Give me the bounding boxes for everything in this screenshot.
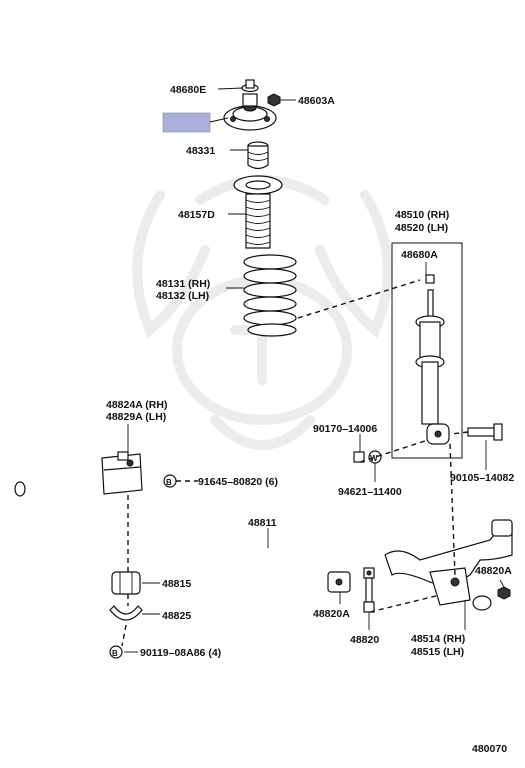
label-48132[interactable]: 48132 (LH) bbox=[156, 290, 209, 302]
label-48680A[interactable]: 48680A bbox=[401, 249, 438, 261]
bolt-90105[interactable] bbox=[467, 423, 503, 441]
stabilizer-bracket[interactable] bbox=[101, 451, 143, 495]
bracket-48825[interactable] bbox=[109, 605, 143, 621]
bushing-48815[interactable] bbox=[111, 571, 141, 595]
label-48514[interactable]: 48514 (RH) bbox=[411, 633, 465, 645]
bump-stopper[interactable] bbox=[247, 141, 269, 170]
label-48820A-right[interactable]: 48820A bbox=[475, 565, 512, 577]
washer-marker-94621[interactable]: W bbox=[368, 450, 382, 464]
upper-support[interactable] bbox=[223, 93, 277, 131]
highlight-marker[interactable] bbox=[162, 112, 211, 133]
shock-absorber[interactable] bbox=[415, 274, 450, 445]
bolt-marker-text: B bbox=[166, 478, 172, 487]
label-94621[interactable]: 94621–11400 bbox=[338, 486, 402, 498]
label-48825[interactable]: 48825 bbox=[162, 610, 191, 622]
label-48515[interactable]: 48515 (LH) bbox=[411, 646, 464, 658]
label-48510[interactable]: 48510 (RH) bbox=[395, 209, 449, 221]
label-48603A[interactable]: 48603A bbox=[298, 95, 335, 107]
part-48603A-nut[interactable] bbox=[267, 93, 281, 107]
washer-marker-text: W bbox=[370, 454, 378, 463]
nut-90170[interactable] bbox=[353, 451, 365, 463]
label-48820A-left[interactable]: 48820A bbox=[313, 608, 350, 620]
bolt-marker-91645[interactable]: B bbox=[163, 474, 177, 488]
dust-boot[interactable] bbox=[233, 175, 283, 249]
stabilizer-bar[interactable] bbox=[14, 481, 354, 586]
diagram-number: 480070 bbox=[472, 743, 507, 755]
label-48824A[interactable]: 48824A (RH) bbox=[106, 399, 167, 411]
label-48815[interactable]: 48815 bbox=[162, 578, 191, 590]
bolt-marker-90119[interactable]: B bbox=[109, 645, 123, 659]
label-90105[interactable]: 90105–14082 bbox=[450, 472, 514, 484]
shock-group-box bbox=[391, 242, 463, 459]
label-90170[interactable]: 90170–14006 bbox=[313, 423, 377, 435]
label-48331[interactable]: 48331 bbox=[186, 145, 215, 157]
label-48811[interactable]: 48811 bbox=[248, 517, 277, 529]
link-end-48820A-left[interactable] bbox=[327, 571, 351, 593]
label-91645[interactable]: 91645–80820 (6) bbox=[198, 476, 278, 488]
nut-48820A-right[interactable] bbox=[497, 586, 511, 600]
stabilizer-link-48820[interactable] bbox=[363, 567, 375, 613]
label-48820[interactable]: 48820 bbox=[350, 634, 379, 646]
bolt-marker-text-2: B bbox=[112, 649, 118, 658]
lower-arm[interactable] bbox=[384, 519, 513, 611]
assembly-lines bbox=[121, 279, 469, 647]
coil-spring[interactable] bbox=[243, 254, 297, 337]
label-90119[interactable]: 90119–08A86 (4) bbox=[140, 647, 221, 659]
label-48131[interactable]: 48131 (RH) bbox=[156, 278, 210, 290]
label-48157D[interactable]: 48157D bbox=[178, 209, 215, 221]
part-labels: 48680E 48603A 48331 48157D 48131 (RH) 48… bbox=[106, 84, 514, 755]
label-48520[interactable]: 48520 (LH) bbox=[395, 222, 448, 234]
label-48829A[interactable]: 48829A (LH) bbox=[106, 411, 166, 423]
part-48680E[interactable] bbox=[241, 79, 259, 93]
label-48680E[interactable]: 48680E bbox=[170, 84, 206, 96]
leader-lines bbox=[124, 87, 505, 653]
